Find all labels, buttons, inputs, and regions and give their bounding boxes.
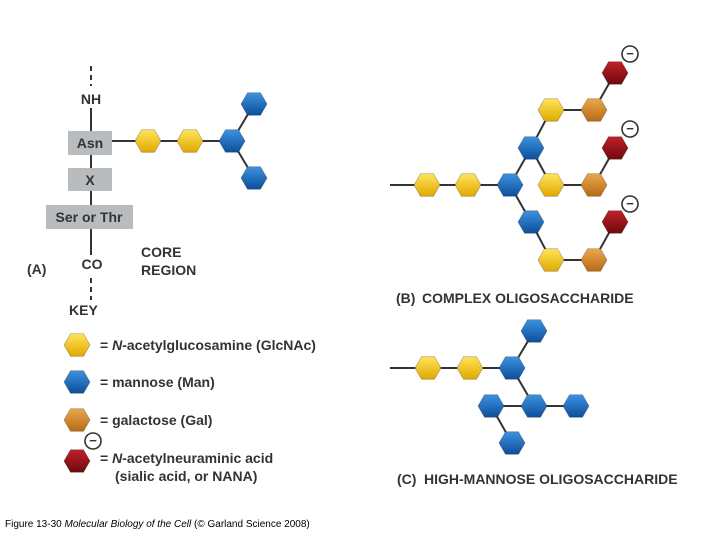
galactose-hexagon (580, 173, 608, 197)
nana-hexagon (601, 61, 629, 85)
key-mannose-label: = mannose (Man) (100, 374, 215, 390)
charge-icon-3-sign: − (626, 196, 634, 211)
panel-b-label: (B) (396, 290, 415, 306)
panel-b-title: COMPLEX OLIGOSACCHARIDE (422, 290, 634, 306)
charge-icon-3 (621, 195, 639, 213)
mannose-hexagon (496, 173, 524, 197)
glcnac-hexagon (456, 356, 484, 380)
mannose-hexagon (477, 394, 505, 418)
nana-hexagon (601, 136, 629, 160)
mannose-hexagon (520, 319, 548, 343)
mannose-hexagon (498, 431, 526, 455)
key-glcnac-swatch (63, 333, 91, 357)
panel-c-label: (C) (397, 471, 416, 487)
key: KEY = N-acetylglucosamine (GlcNAc) = man… (69, 302, 316, 484)
key-nana-swatch (63, 449, 91, 473)
caption-copyright: (© Garland Science 2008) (194, 519, 310, 530)
mannose-hexagon (517, 136, 545, 160)
co-label: CO (82, 256, 103, 272)
glcnac-hexagon (537, 98, 565, 122)
core-region-line1: CORE (141, 244, 181, 260)
key-galactose-label: = galactose (Gal) (100, 412, 212, 428)
glcnac-hexagon (414, 356, 442, 380)
mannose-hexagon (240, 92, 268, 116)
mannose-hexagon (218, 129, 246, 153)
nh-label: NH (81, 91, 101, 107)
mannose-hexagon (520, 394, 548, 418)
figure-caption: Figure 13-30 Molecular Biology of the Ce… (5, 519, 310, 530)
glcnac-hexagon (413, 173, 441, 197)
asn-box (68, 131, 112, 155)
glcnac-hexagon (537, 173, 565, 197)
glcnac-hexagon (537, 248, 565, 272)
caption-prefix: Figure 13-30 (5, 519, 62, 530)
charge-icon-1-sign: − (626, 46, 634, 61)
mannose-hexagon (240, 166, 268, 190)
key-title: KEY (69, 302, 98, 318)
galactose-hexagon (580, 248, 608, 272)
galactose-hexagon (580, 98, 608, 122)
nana-hexagon (601, 210, 629, 234)
panel-a-label: (A) (27, 261, 46, 277)
key-galactose-swatch (63, 408, 91, 432)
core-region-line2: REGION (141, 262, 196, 278)
charge-icon-2-sign: − (626, 121, 634, 136)
key-nana-label: = N-acetylneuraminic acid (100, 450, 273, 466)
ser-thr-box (46, 205, 133, 229)
x-box (68, 168, 112, 191)
panel-a: NH Asn X Ser or Thr CO (A) CORE REGION (27, 66, 255, 300)
ser-thr-label: Ser or Thr (56, 209, 123, 225)
charge-icon-2 (621, 120, 639, 138)
glcnac-hexagon (454, 173, 482, 197)
key-charge-icon-sign: − (89, 433, 97, 448)
caption-book-title: Molecular Biology of the Cell (64, 519, 192, 530)
key-charge-icon (84, 432, 102, 450)
mannose-hexagon (517, 210, 545, 234)
asn-label: Asn (77, 135, 103, 151)
x-label: X (85, 172, 95, 188)
sugar-residues: − − − − (63, 45, 639, 473)
glcnac-hexagon (134, 129, 162, 153)
charge-icon-1 (621, 45, 639, 63)
key-mannose-swatch (63, 370, 91, 394)
mannose-hexagon (562, 394, 590, 418)
key-nana-label-line2: (sialic acid, or NANA) (115, 468, 257, 484)
key-glcnac-label: = N-acetylglucosamine (GlcNAc) (100, 337, 316, 353)
mannose-hexagon (498, 356, 526, 380)
panel-c-title: HIGH-MANNOSE OLIGOSACCHARIDE (424, 471, 678, 487)
glcnac-hexagon (176, 129, 204, 153)
